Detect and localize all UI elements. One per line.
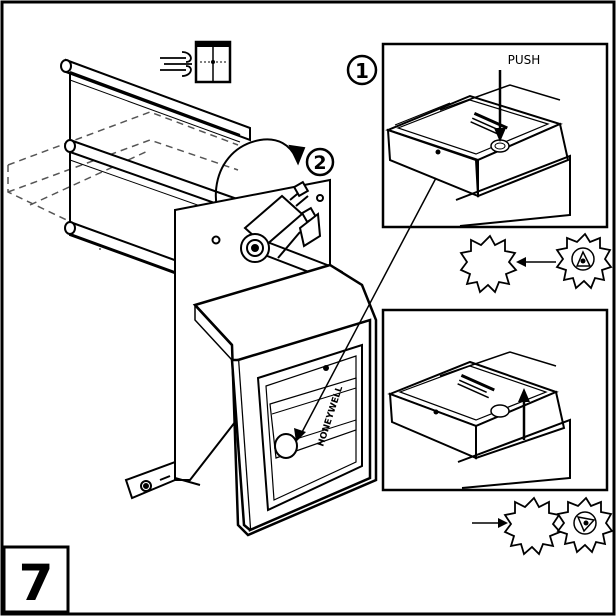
callout-1-label: 1: [355, 59, 369, 83]
callout-1: 1: [346, 54, 378, 86]
damper-position-icon: [516, 232, 613, 290]
leader-line: [294, 177, 437, 442]
actuator-housing: [192, 263, 378, 537]
duct: [7, 58, 251, 276]
callout-2: 2: [305, 147, 335, 177]
push-arrowhead: [494, 128, 506, 142]
step-number-box: 7: [2, 545, 70, 614]
starburst-icon: [459, 234, 518, 294]
push-label: PUSH: [508, 53, 541, 67]
callout-2-label: 2: [313, 152, 326, 174]
inset-panel-release: [381, 308, 609, 492]
step-number: 7: [19, 554, 54, 612]
damper-position-bottom-icon: [556, 496, 614, 554]
wall-plate-icon: [194, 40, 232, 84]
airflow-icon: [160, 51, 192, 77]
inset-brand-stripes-bottom: [457, 374, 495, 399]
starburst-bottom-icon: [472, 496, 562, 556]
inset-panel-push: PUSH: [381, 42, 609, 229]
release-arrowhead: [518, 388, 530, 402]
